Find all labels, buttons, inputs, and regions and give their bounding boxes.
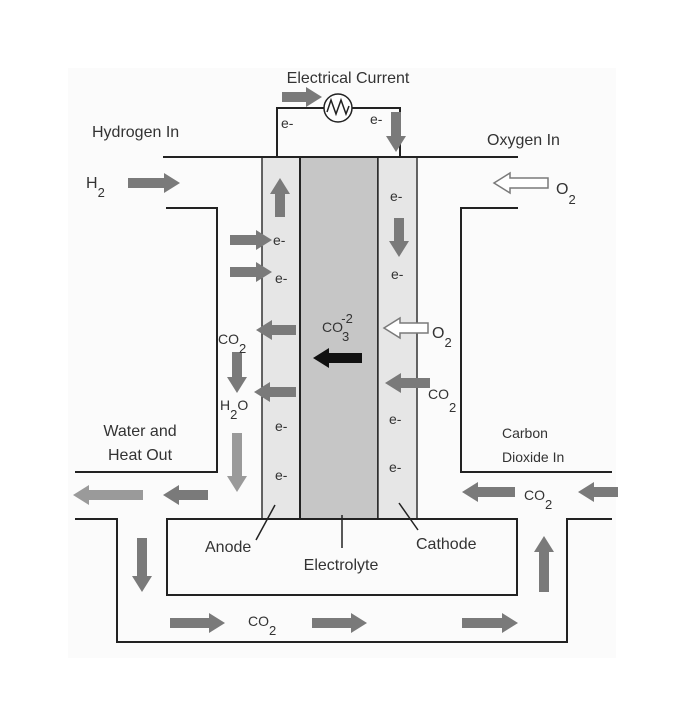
electron-arrow-icon xyxy=(270,178,290,217)
flow-arrows xyxy=(73,87,618,633)
co2-recycle-label: CO2 xyxy=(248,613,276,638)
current-arrow-icon xyxy=(282,87,322,107)
current-arrow-icon xyxy=(386,112,406,152)
recycle-arrow-icon xyxy=(170,613,225,633)
recycle-arrow-icon xyxy=(312,613,367,633)
electron-arrow-icon xyxy=(389,218,409,257)
co2-cathode-label: CO2 xyxy=(428,386,456,415)
carbon-dioxide-in-label-2: Dioxide In xyxy=(502,449,564,465)
electron-arrow-icon xyxy=(230,262,272,282)
anode-label: Anode xyxy=(205,539,251,556)
leader-lines xyxy=(255,502,419,548)
co2-arrow-icon xyxy=(227,352,247,393)
carbonate-ion-label: CO3-2 xyxy=(322,311,353,344)
exhaust-arrow-icon xyxy=(73,485,143,505)
carbonate-arrow-icon xyxy=(313,348,362,368)
h2-label: H2 xyxy=(86,175,105,200)
co2-arrow-icon xyxy=(256,320,296,340)
oxygen-arrow-icon xyxy=(382,316,429,340)
electrolyte-label: Electrolyte xyxy=(304,557,379,574)
co2-inlet-label: CO2 xyxy=(524,487,552,512)
oxygen-in-label: Oxygen In xyxy=(487,132,560,149)
o2-inlet-label: O2 xyxy=(556,181,576,207)
resistor-icon xyxy=(323,93,353,123)
diagram-title: Electrical Current xyxy=(287,70,410,87)
h2o-label: H2O xyxy=(220,397,248,422)
carbon-dioxide-in-label-1: Carbon xyxy=(502,425,548,441)
cathode-label: Cathode xyxy=(416,536,477,553)
electrolyte-layer xyxy=(299,156,379,520)
recycle-arrow-icon xyxy=(132,538,152,592)
exhaust-arrow-icon xyxy=(227,433,247,492)
o2-cathode-label: O2 xyxy=(432,325,452,350)
electron-label: e- xyxy=(389,459,402,475)
recycle-arrow-icon xyxy=(462,613,518,633)
water-arrow-icon xyxy=(254,382,296,402)
electron-label: e- xyxy=(275,270,288,286)
electron-label: e- xyxy=(391,266,404,282)
water-heat-out-label-2: Heat Out xyxy=(108,447,173,464)
water-heat-out-label-1: Water and xyxy=(103,423,176,440)
electron-label: e- xyxy=(281,115,294,131)
cathode-layer xyxy=(377,156,418,520)
electron-label: e- xyxy=(370,111,383,127)
oxygen-arrow-icon xyxy=(492,171,549,195)
exhaust-arrow-icon xyxy=(163,485,208,505)
electron-label: e- xyxy=(275,418,288,434)
electron-label: e- xyxy=(389,411,402,427)
co2-inlet-arrow-icon xyxy=(578,482,618,502)
co2-anode-label: CO2 xyxy=(218,331,246,356)
hydrogen-in-label: Hydrogen In xyxy=(92,124,179,141)
electron-labels: e- e- e- e- e- e- e- e- e- e- xyxy=(273,111,404,483)
hydrogen-arrow-icon xyxy=(128,173,180,193)
electron-label: e- xyxy=(273,232,286,248)
electron-label: e- xyxy=(275,467,288,483)
co2-arrow-icon xyxy=(385,373,430,393)
electron-arrow-icon xyxy=(230,230,272,250)
recycle-arrow-icon xyxy=(534,536,554,592)
electron-label: e- xyxy=(390,188,403,204)
co2-inlet-arrow-icon xyxy=(462,482,515,502)
